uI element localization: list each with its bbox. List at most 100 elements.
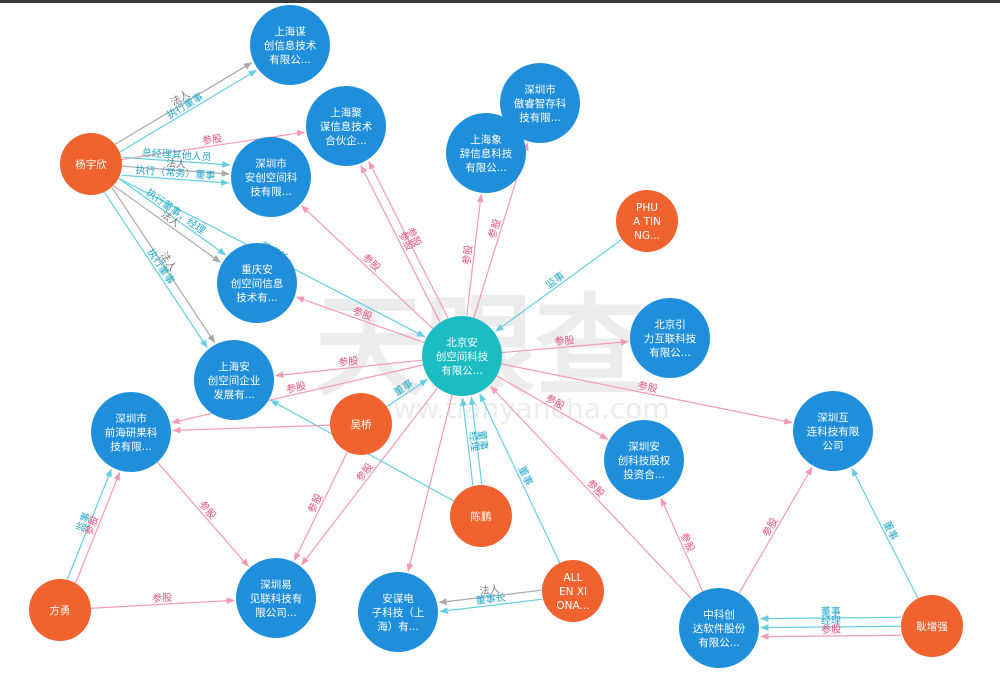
- edge-bjac-cqac: [295, 296, 425, 344]
- node-label-line: 方勇: [50, 604, 71, 617]
- edge-label-gzq-zkcd: 董事: [821, 605, 841, 618]
- node-label-line: 深圳市: [115, 412, 147, 425]
- edge-label-allen-amdz: 法人: [479, 582, 500, 597]
- watermark-url: www.tianyancha.com: [370, 392, 669, 425]
- node-amdz[interactable]: 安谋电子科技（上海）有...: [358, 572, 438, 652]
- company-circle[interactable]: [422, 316, 502, 396]
- edge-gzq-zkcd: [760, 633, 902, 640]
- node-label-line: 发展有...: [213, 388, 255, 401]
- node-label-line: 力互联科技: [644, 332, 697, 345]
- company-circle[interactable]: [217, 243, 297, 323]
- company-circle[interactable]: [500, 63, 580, 143]
- node-label-line: EN XI: [559, 586, 587, 598]
- edge-label-bjac-shxc: 参股: [460, 244, 475, 265]
- node-yyx[interactable]: 杨宇欣: [60, 133, 122, 195]
- company-circle[interactable]: [679, 588, 759, 668]
- node-szyj[interactable]: 深圳易见联科技有限公司...: [236, 558, 316, 638]
- person-circle[interactable]: [60, 133, 122, 195]
- edge-yyx-szac: [121, 165, 230, 177]
- node-label-line: 安创空间科: [245, 171, 298, 184]
- node-gzq[interactable]: 耿增强: [901, 595, 963, 657]
- node-label-line: 上海象: [470, 133, 502, 146]
- edge-yyx-shmc: [114, 62, 253, 145]
- node-label-line: 北京安: [446, 336, 478, 349]
- node-label-line: NG...: [634, 230, 660, 242]
- node-label-line: 深圳安: [628, 440, 660, 453]
- edge-yyx-shacqy: [103, 191, 208, 349]
- node-szaz[interactable]: 深圳市傲睿智存科技有限...: [500, 63, 580, 143]
- edge-label-bjac-szyj: 参股: [353, 460, 375, 484]
- person-circle[interactable]: [901, 595, 963, 657]
- node-label-line: 连科技有限: [807, 425, 860, 438]
- node-label-line: 吴桥: [351, 419, 372, 431]
- node-label-line: 耿增强: [916, 620, 948, 633]
- company-circle[interactable]: [250, 5, 330, 85]
- node-label-line: 谋信息技术: [320, 120, 373, 133]
- company-circle[interactable]: [358, 572, 438, 652]
- node-shmc[interactable]: 上海谋创信息技术有限公...: [250, 5, 330, 85]
- company-circle[interactable]: [236, 558, 316, 638]
- edge-label-bjac-szqh: 参股: [285, 379, 307, 396]
- company-circle[interactable]: [604, 420, 684, 500]
- node-label-line: 前海研果科: [105, 426, 158, 439]
- edge-bjac-shacqy: [274, 359, 423, 379]
- node-label-line: 创空间科技: [436, 350, 489, 363]
- node-shacqy[interactable]: 上海安创空间企业发展有...: [194, 340, 274, 420]
- company-circle[interactable]: [194, 340, 274, 420]
- edge-label-bjac-szhl: 参股: [637, 379, 659, 396]
- top-border: [0, 0, 1000, 3]
- node-label-line: 见联科技有: [250, 592, 303, 605]
- person-circle[interactable]: [542, 560, 604, 622]
- node-shjm[interactable]: 上海聚谋信息技术合伙企...: [306, 86, 386, 166]
- edge-szqh-szyj: [156, 461, 249, 568]
- edge-wq-szqh: [172, 424, 331, 434]
- company-circle[interactable]: [630, 298, 710, 378]
- node-szac[interactable]: 深圳市安创空间科技有限...: [231, 137, 311, 217]
- edge-label-zkcd-szackj: 参股: [678, 530, 698, 554]
- node-fy[interactable]: 方勇: [29, 579, 91, 641]
- person-circle[interactable]: [616, 190, 678, 252]
- company-circle[interactable]: [231, 137, 311, 217]
- edge-label-zkcd-bjac: 参股: [584, 477, 607, 500]
- node-bjac[interactable]: 北京安创空间科技有限公...: [422, 316, 502, 396]
- node-bjyl[interactable]: 北京引力互联科技有限公...: [630, 298, 710, 378]
- person-circle[interactable]: [450, 485, 512, 547]
- node-wq[interactable]: 吴桥: [330, 393, 392, 455]
- edge-zkcd-szhl: [738, 466, 813, 594]
- node-zkcd[interactable]: 中科创达软件股份有限公...: [679, 588, 759, 668]
- node-label-line: 深圳市: [255, 157, 287, 170]
- edge-bjac-shxc: [466, 193, 484, 317]
- node-cp[interactable]: 陈鹏: [450, 485, 512, 547]
- company-circle[interactable]: [793, 391, 873, 471]
- node-cqac[interactable]: 重庆安创空间信息技术有...: [217, 243, 297, 323]
- person-circle[interactable]: [330, 393, 392, 455]
- edge-label-wq-szyj: 参股: [305, 491, 325, 515]
- edge-label-szqh-szyj: 参股: [196, 498, 219, 522]
- edge-zkcd-szackj: [660, 497, 704, 592]
- company-circle[interactable]: [446, 113, 526, 193]
- edge-zkcd-bjac: [490, 385, 692, 600]
- edge-label-cp-bjac: 董事: [475, 429, 490, 450]
- edge-fy-szqh: [75, 471, 121, 584]
- edge-label-yyx-szac: 法人: [166, 156, 187, 170]
- person-circle[interactable]: [29, 579, 91, 641]
- node-shxc[interactable]: 上海象辞信息科技有限公...: [446, 113, 526, 193]
- edge-bjac-shjm: [360, 164, 441, 323]
- node-label-line: 深圳互: [817, 412, 849, 424]
- edge-wq-szyj: [293, 451, 348, 562]
- edge-label-fy-szyj: 参股: [152, 591, 173, 605]
- company-circle[interactable]: [91, 392, 171, 472]
- company-circle[interactable]: [306, 86, 386, 166]
- node-szackj[interactable]: 深圳安创科技股权投资合...: [604, 420, 684, 500]
- edge-yyx-shjm: [121, 129, 306, 160]
- node-label-line: 技有限...: [250, 185, 292, 198]
- edge-label-bjac-szac: 参股: [360, 251, 383, 274]
- node-szqh[interactable]: 深圳市前海研果科技有限...: [91, 392, 171, 472]
- node-label-line: ALL: [564, 572, 583, 584]
- node-label-line: PHU: [636, 202, 658, 214]
